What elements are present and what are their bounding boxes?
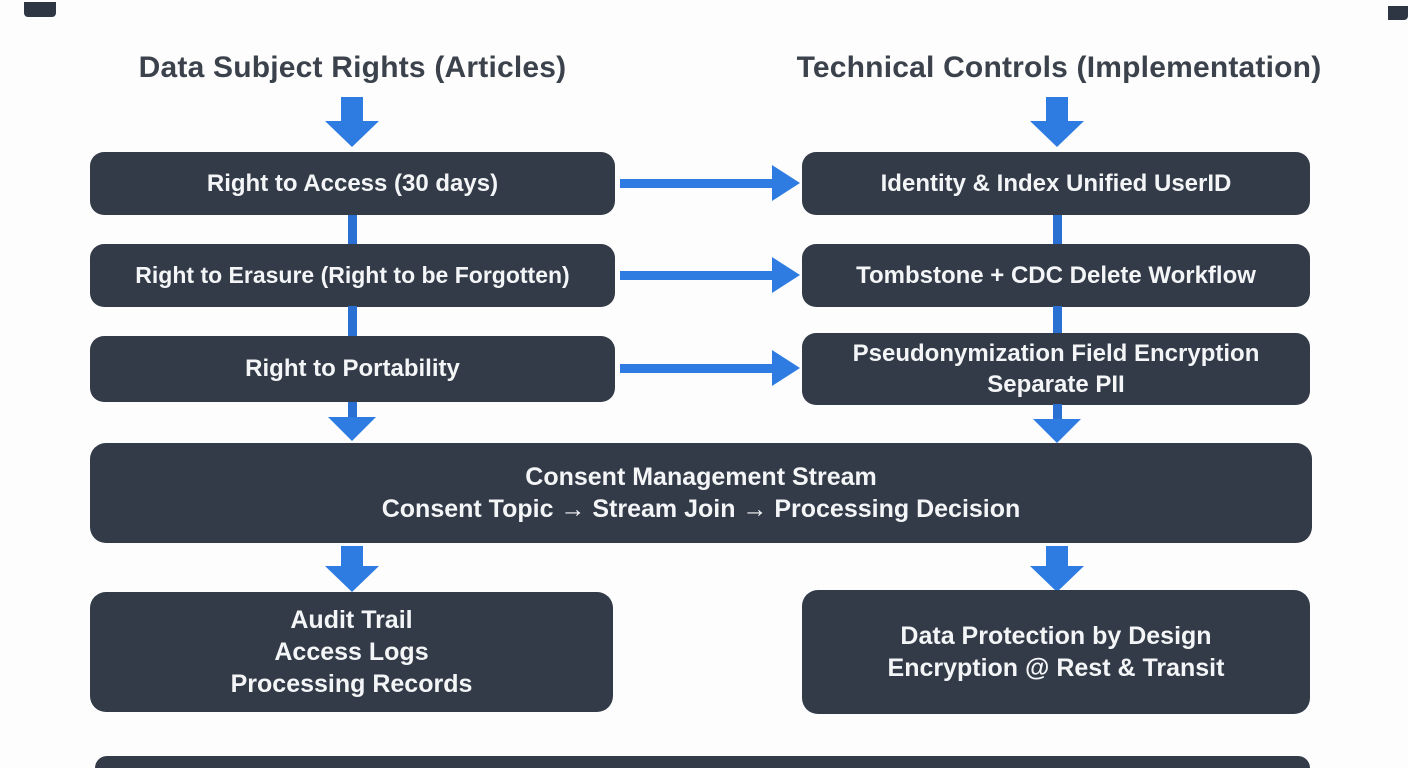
box-label-line: Separate PII (987, 371, 1125, 398)
cropped-box-fragment-top-right (1388, 6, 1408, 20)
cropped-box-fragment-top-left (24, 2, 56, 17)
box-audit-trail: Audit Trail Access Logs Processing Recor… (90, 592, 613, 712)
cropped-box-fragment-bottom (95, 756, 1310, 768)
box-label: Right to Portability (245, 355, 460, 382)
down-arrow-icon (1030, 97, 1084, 147)
right-arrow-icon (620, 350, 800, 386)
box-label-line: Audit Trail (290, 606, 413, 634)
box-label: Right to Erasure (Right to be Forgotten) (135, 262, 570, 288)
vertical-connector (348, 215, 357, 245)
box-identity-index: Identity & Index Unified UserID (802, 152, 1310, 215)
vertical-connector (1053, 215, 1062, 245)
column-header-data-subject-rights: Data Subject Rights (Articles) (138, 51, 567, 84)
down-arrow-icon (1033, 404, 1081, 443)
box-right-to-erasure: Right to Erasure (Right to be Forgotten) (90, 244, 615, 307)
box-data-protection: Data Protection by Design Encryption @ R… (802, 590, 1310, 714)
box-label-line: Processing Records (230, 670, 473, 698)
right-arrow-icon (620, 165, 800, 201)
box-right-to-access: Right to Access (30 days) (90, 152, 615, 215)
box-label: Right to Access (30 days) (206, 169, 499, 197)
down-arrow-icon (325, 97, 379, 147)
box-label: Tombstone + CDC Delete Workflow (856, 261, 1256, 289)
column-header-technical-controls: Technical Controls (Implementation) (796, 51, 1322, 84)
box-label-line: Consent Topic → Stream Join → Processing… (381, 495, 1021, 523)
box-consent-management: Consent Management Stream Consent Topic … (90, 443, 1312, 543)
box-label-line: Encryption @ Rest & Transit (887, 654, 1225, 682)
down-arrow-icon (325, 546, 379, 592)
down-arrow-icon (1030, 546, 1084, 592)
box-pseudonymization: Pseudonymization Field Encryption Separa… (802, 333, 1310, 405)
down-arrow-icon (328, 402, 376, 441)
box-label: Identity & Index Unified UserID (880, 169, 1232, 197)
box-label-line: Data Protection by Design (900, 622, 1212, 650)
right-arrow-icon (620, 257, 800, 293)
box-tombstone-cdc: Tombstone + CDC Delete Workflow (802, 244, 1310, 307)
box-label-line: Consent Management Stream (525, 463, 877, 491)
vertical-connector (348, 306, 357, 337)
vertical-connector (1053, 306, 1062, 334)
box-right-to-portability: Right to Portability (90, 336, 615, 402)
box-label-line: Access Logs (274, 638, 429, 666)
box-label-line: Pseudonymization Field Encryption (852, 340, 1260, 367)
